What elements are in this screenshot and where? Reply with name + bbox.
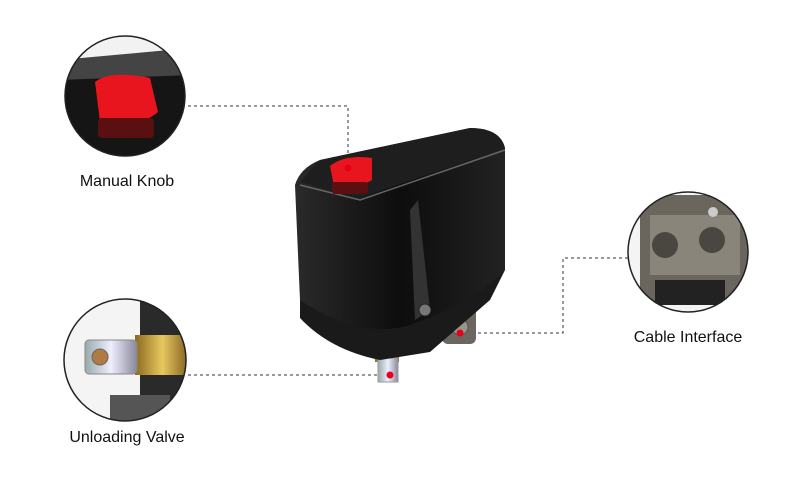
marker-dot-manual-knob [344,164,352,172]
callout-image-manual-knob [64,35,186,157]
connector-cable-interface [462,257,628,334]
callout-image-cable-interface [627,191,749,313]
label-unloading-valve: Unloading Valve [69,429,185,446]
marker-dot-unloading-valve [386,371,394,379]
callout-image-unloading-valve [63,298,187,422]
connector-manual-knob [188,105,349,166]
pressure-switch-image [295,128,506,383]
label-manual-knob: Manual Knob [79,173,175,190]
label-cable-interface: Cable Interface [633,329,743,346]
marker-dot-cable-interface [456,329,464,337]
